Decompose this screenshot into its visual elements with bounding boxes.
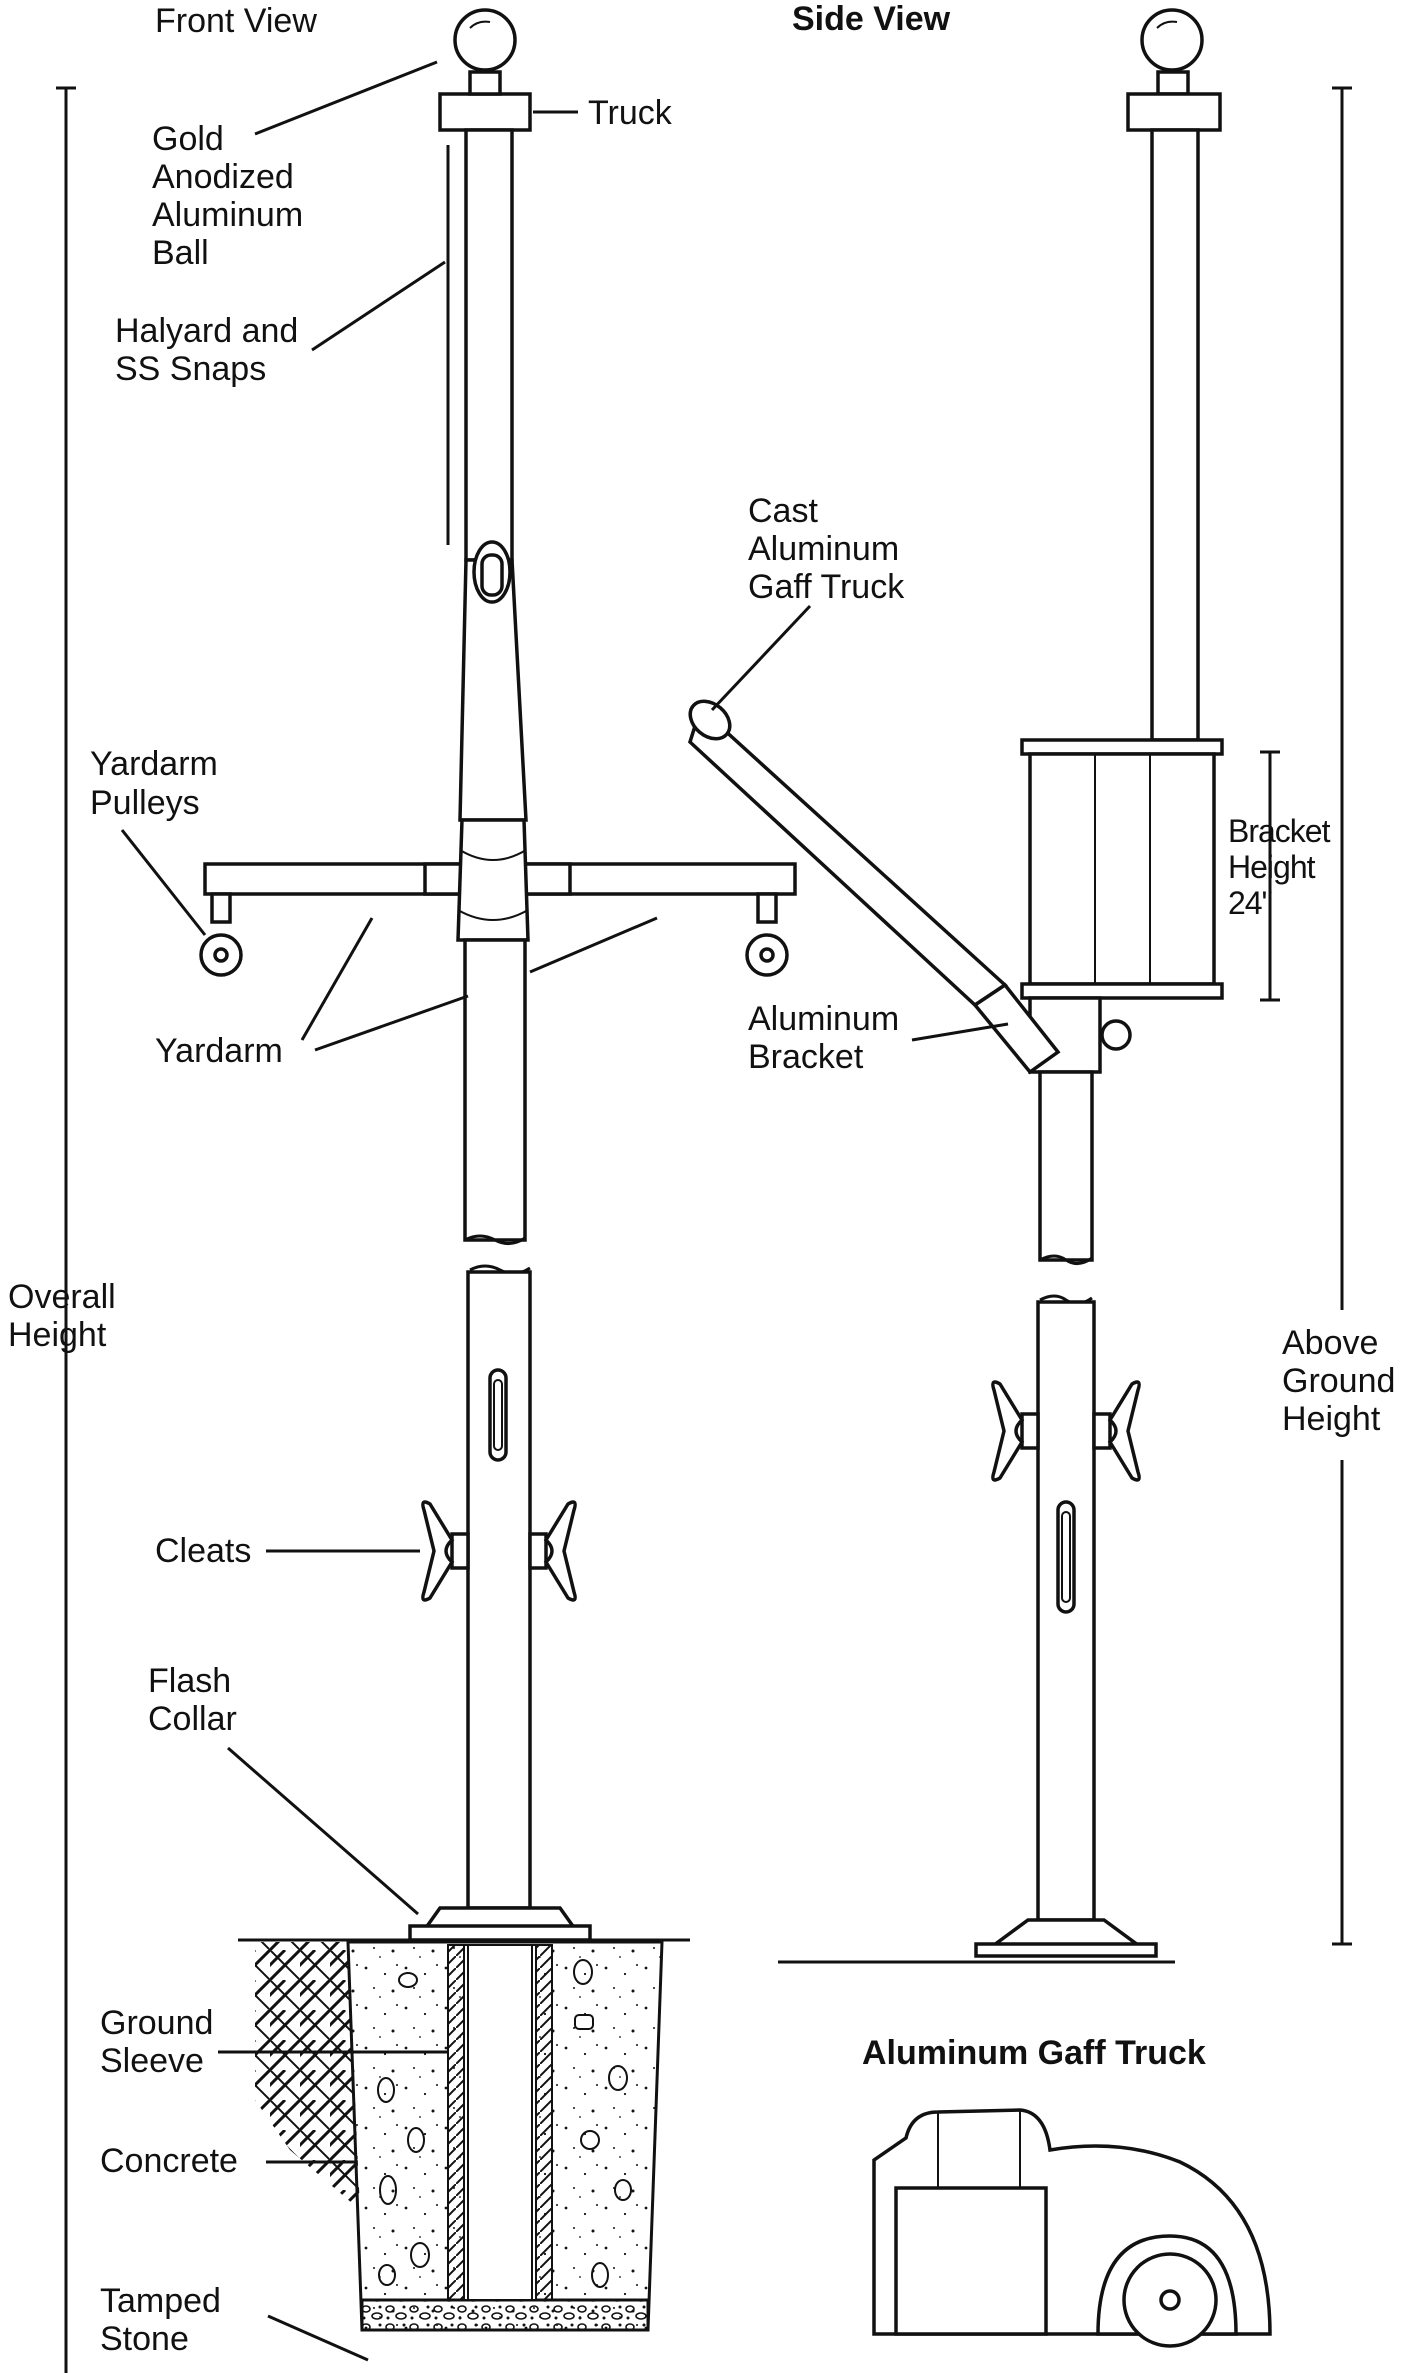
ground-sleeve [447,1944,553,2301]
aluminum-bracket [1020,738,1224,1074]
front-mid-shaft [463,938,527,1242]
bracket-height-label: Bracket Height 24" [1228,813,1337,921]
front-view-title: Front View [155,2,317,40]
side-cleats [991,1380,1141,1482]
soil [255,1942,360,2210]
bracket-label: Aluminum Bracket [748,1000,909,1076]
concrete-label: Concrete [100,2142,238,2180]
side-truck [1126,92,1222,132]
halyard-label: Halyard and SS Snaps [115,312,308,388]
front-truck [438,92,532,132]
right-pulley [745,892,789,977]
side-view: Side View [687,0,1414,1964]
ground-sleeve-label: Ground Sleeve [100,2004,223,2080]
front-view: Front View [8,2,797,2373]
yardarm-pulleys-label: Yardarm Pulleys [90,745,227,822]
flash-collar-label: Flash Collar [148,1662,241,1738]
gaff-truck-label: Cast Aluminum Gaff Truck [748,492,909,606]
left-pulley [199,892,243,977]
overall-height-label: Overall Height [8,1278,125,1354]
truck-label: Truck [588,94,673,132]
gaff-truck-detail: Aluminum Gaff Truck [862,2034,1272,2348]
bracket-height-dimension [1260,750,1280,1002]
above-ground-dimension [1332,86,1352,1946]
side-ball [1140,8,1204,72]
ball-label: Gold Anodized Aluminum Ball [152,120,313,272]
above-ground-height-label: Above Ground Height [1282,1324,1405,1438]
yardarm-label: Yardarm [155,1032,283,1070]
cleats-label: Cleats [155,1532,251,1570]
front-cleats [421,1500,577,1602]
gaff-arm [687,699,1061,1075]
front-ball [453,8,517,72]
front-lower-shaft [466,1270,532,1910]
detail-title: Aluminum Gaff Truck [862,2034,1206,2072]
side-upper-shaft [1150,128,1200,742]
front-upper-shaft [464,128,514,562]
overall-height-dimension [56,86,76,2373]
side-mid-shaft [1038,1070,1094,1262]
tamped-stone-label: Tamped Stone [100,2282,230,2358]
aggregate [377,1959,632,2288]
side-view-title: Side View [792,0,951,38]
tamped-stone [360,2298,650,2332]
